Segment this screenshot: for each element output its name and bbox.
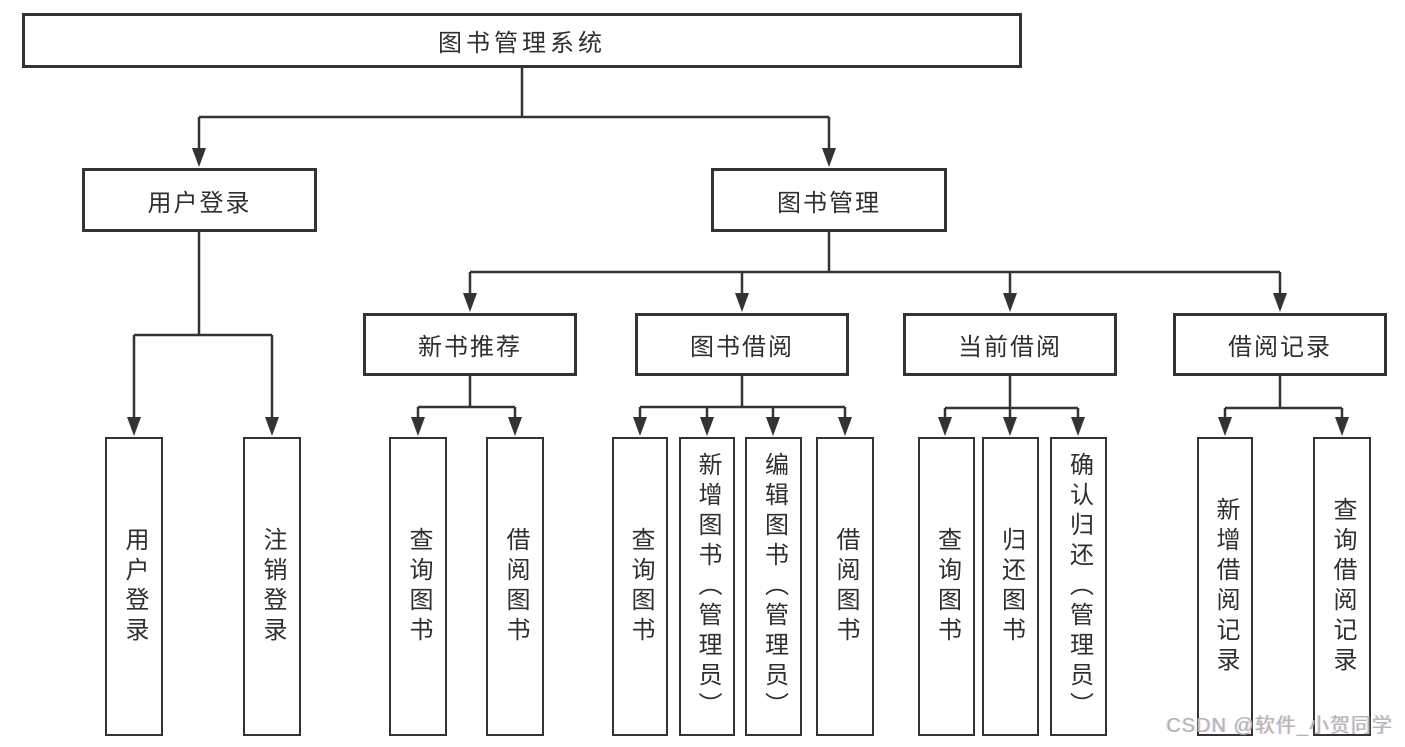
node-book-borrowing: 图书借阅 xyxy=(635,313,849,376)
leaf-logout: 注销登录 xyxy=(243,437,301,736)
node-library-management-system: 图书管理系统 xyxy=(22,13,1022,68)
leaf-return-books: 归还图书 xyxy=(982,437,1039,736)
leaf-label: 查询图书 xyxy=(627,526,654,647)
leaf-label: 归还图书 xyxy=(997,526,1025,647)
leaf-label: 查询图书 xyxy=(405,526,432,647)
watermark: CSDN @软件_小贺同学 xyxy=(1166,715,1393,737)
leaf-label: 新增图书（管理员） xyxy=(694,451,721,722)
leaf-edit-books-admin: 编辑图书（管理员） xyxy=(745,437,802,736)
leaf-query-books-1: 查询图书 xyxy=(389,437,447,736)
node-new-book-recommendation: 新书推荐 xyxy=(363,313,577,376)
node-borrowing-records: 借阅记录 xyxy=(1173,313,1387,376)
node-label: 新书推荐 xyxy=(418,334,522,361)
node-user-login: 用户登录 xyxy=(82,168,317,232)
leaf-query-books-3: 查询图书 xyxy=(918,437,975,736)
leaf-user-login: 用户登录 xyxy=(105,437,163,736)
leaf-borrow-books-2: 借阅图书 xyxy=(816,437,874,736)
leaf-label: 编辑图书（管理员） xyxy=(760,451,788,722)
node-label: 图书管理 xyxy=(777,189,881,217)
connector-path xyxy=(132,68,1344,420)
leaf-query-books-2: 查询图书 xyxy=(612,437,668,736)
leaf-label: 确认归还（管理员） xyxy=(1065,451,1093,722)
leaf-label: 注销登录 xyxy=(259,526,286,647)
leaf-label: 新增借阅记录 xyxy=(1212,496,1239,677)
leaf-add-borrow-record: 新增借阅记录 xyxy=(1197,437,1253,736)
node-label: 当前借阅 xyxy=(958,334,1062,361)
leaf-add-books-admin: 新增图书（管理员） xyxy=(679,437,735,736)
leaf-query-borrow-record: 查询借阅记录 xyxy=(1313,437,1371,736)
node-current-borrowing: 当前借阅 xyxy=(903,313,1117,376)
leaf-label: 用户登录 xyxy=(121,526,148,647)
node-label: 图书管理系统 xyxy=(438,30,606,57)
node-label: 借阅记录 xyxy=(1228,334,1332,361)
node-book-management: 图书管理 xyxy=(711,168,947,232)
leaf-label: 查询借阅记录 xyxy=(1329,496,1356,677)
leaf-label: 借阅图书 xyxy=(502,526,529,647)
leaf-confirm-return-admin: 确认归还（管理员） xyxy=(1050,437,1107,736)
leaf-label: 借阅图书 xyxy=(832,526,859,647)
node-label: 图书借阅 xyxy=(690,334,794,361)
node-label: 用户登录 xyxy=(147,189,252,217)
leaf-borrow-books-1: 借阅图书 xyxy=(486,437,544,736)
leaf-label: 查询图书 xyxy=(933,526,961,647)
